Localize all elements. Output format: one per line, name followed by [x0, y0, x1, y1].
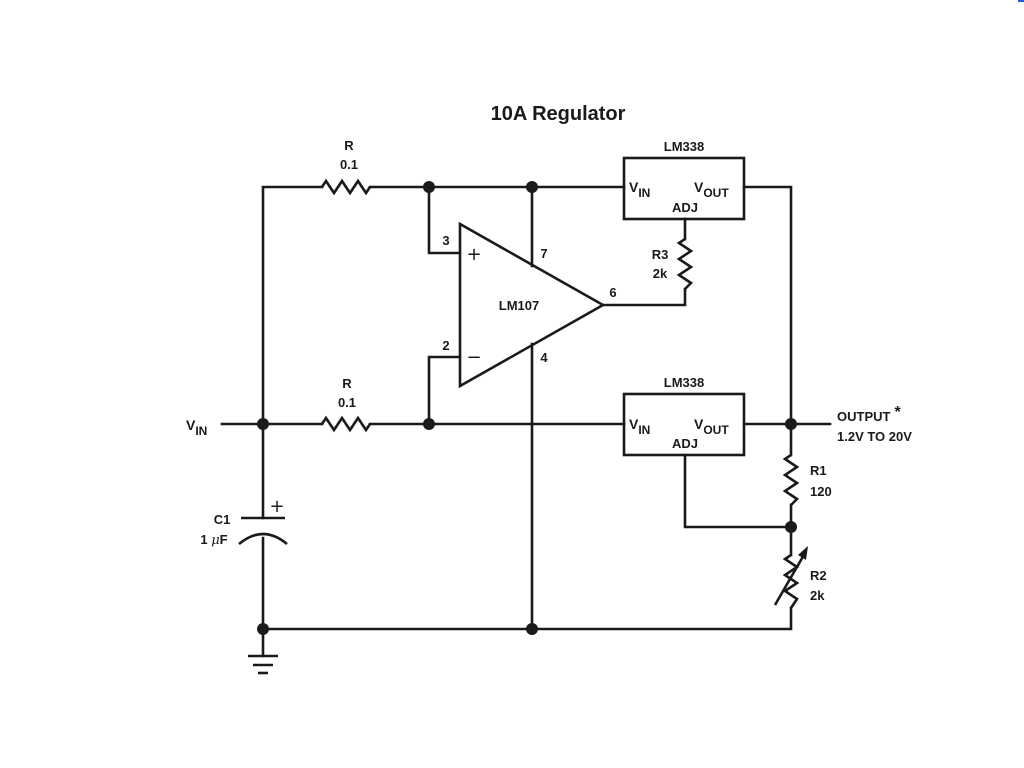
junction-dot	[526, 623, 538, 635]
resistor-zigzag	[782, 553, 800, 609]
regulator-box	[622, 392, 746, 457]
regulator-lm338-top: LM338 VIN VOUT ADJ	[622, 139, 746, 221]
resistor-r-bottom-value: 0.1	[338, 395, 356, 410]
opamp-pin2-label: 2	[442, 338, 449, 353]
resistor-r-top: R 0.1	[320, 138, 372, 196]
resistor-r2-value: 2k	[810, 588, 825, 603]
junction-dot	[526, 181, 538, 193]
resistor-zigzag	[676, 237, 694, 290]
resistor-r1: R1 120	[782, 453, 832, 506]
output-label: OUTPUT* 1.2V TO 20V	[837, 404, 912, 444]
variable-arrow-head	[798, 546, 808, 560]
opamp-pin4-label: 4	[540, 350, 548, 365]
output-label-text: OUTPUT*	[837, 404, 901, 424]
resistor-r-bottom: R 0.1	[320, 376, 372, 433]
wire-adj2	[683, 453, 793, 529]
opamp-name: LM107	[499, 298, 539, 313]
capacitor-c1: + C1 1 μF	[200, 496, 288, 548]
junction-dot	[257, 623, 269, 635]
regulator-lm338-bottom: LM338 VIN VOUT ADJ	[622, 375, 746, 457]
opamp-pin6-label: 6	[609, 285, 616, 300]
wire-ground-rail	[261, 606, 793, 631]
resistor-r3-value: 2k	[653, 266, 668, 281]
capacitor-c1-value: 1 μF	[200, 532, 227, 548]
junction-dot	[785, 418, 797, 430]
junctions	[257, 181, 797, 635]
resistor-r1-value: 120	[810, 484, 832, 499]
capacitor-plate-curved	[238, 532, 288, 546]
resistor-r-top-name: R	[344, 138, 354, 153]
wire-pin2	[427, 355, 462, 426]
regulator-top-name: LM338	[664, 139, 704, 154]
opamp-minus-sign: −	[466, 347, 481, 368]
wires	[220, 185, 832, 658]
resistor-r3: R3 2k	[652, 237, 694, 290]
capacitor-c1-name: C1	[214, 512, 231, 527]
junction-dot	[257, 418, 269, 430]
opamp-lm107: LM107 + − 3 2 7 4 6	[442, 221, 617, 389]
resistor-zigzag	[320, 415, 372, 433]
resistor-r2-name: R2	[810, 568, 827, 583]
resistor-r-bottom-name: R	[342, 376, 352, 391]
regulator-top-vout: VOUT	[694, 179, 729, 200]
wire-left-vertical	[261, 185, 324, 426]
wire-reg1-out	[742, 185, 793, 457]
opamp-pin3-label: 3	[442, 233, 449, 248]
resistor-zigzag	[320, 178, 372, 196]
opamp-pin7-label: 7	[540, 246, 547, 261]
regulator-bottom-vout: VOUT	[694, 416, 729, 437]
output-range: 1.2V TO 20V	[837, 429, 912, 444]
vin-label: VIN	[186, 417, 207, 438]
regulator-bottom-vin: VIN	[629, 416, 650, 437]
ground-symbol	[248, 654, 278, 675]
resistor-r1-name: R1	[810, 463, 827, 478]
wire-pin3	[427, 185, 462, 255]
capacitor-polarity: +	[269, 496, 284, 517]
opamp-triangle	[458, 221, 606, 389]
resistor-zigzag	[782, 453, 800, 506]
resistor-r3-name: R3	[652, 247, 669, 262]
regulator-top-adj: ADJ	[672, 200, 698, 215]
regulator-bottom-adj: ADJ	[672, 436, 698, 451]
resistor-r2-variable: R2 2k	[773, 546, 827, 609]
junction-dot	[423, 181, 435, 193]
wire-opamp-out	[601, 287, 687, 307]
junction-dot	[785, 521, 797, 533]
variable-arrow-shaft	[773, 552, 807, 606]
diagram-title: 10A Regulator	[491, 103, 626, 125]
regulator-bottom-name: LM338	[664, 375, 704, 390]
junction-dot	[423, 418, 435, 430]
regulator-box	[622, 156, 746, 221]
corner-mark	[1018, 0, 1024, 2]
opamp-plus-sign: +	[466, 244, 481, 265]
resistor-r-top-value: 0.1	[340, 157, 358, 172]
regulator-top-vin: VIN	[629, 179, 650, 200]
